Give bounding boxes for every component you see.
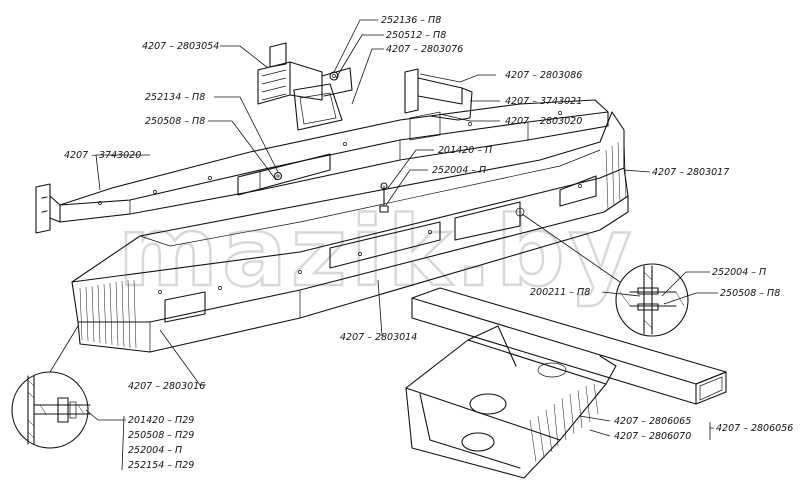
upper-bumper xyxy=(35,68,609,234)
watermark: mazik.by xyxy=(118,196,635,308)
label-250508-p8-top: 250508 – П8 xyxy=(145,116,205,127)
detail-circle-left xyxy=(11,325,91,449)
label-2806065: 4207 – 2806065 xyxy=(614,416,691,427)
label-250508-p29: 250508 – П29 xyxy=(128,430,194,441)
label-250508-p8-right: 250508 – П8 xyxy=(720,288,780,299)
label-3743020: 4207 – 3743020 xyxy=(64,150,141,161)
label-250512-p8: 250512 – П8 xyxy=(386,30,446,41)
label-2803017: 4207 – 2803017 xyxy=(652,167,729,178)
label-252154-p29: 252154 – П29 xyxy=(128,460,194,471)
label-252136-p8: 252136 – П8 xyxy=(381,15,441,26)
label-2803020: 4207 – 2803020 xyxy=(505,116,582,127)
part-labels: 252136 – П8 250512 – П8 4207 – 2803076 4… xyxy=(64,15,793,471)
label-2803014: 4207 – 2803014 xyxy=(340,332,417,343)
label-2803076: 4207 – 2803076 xyxy=(386,44,463,55)
label-252004-p-bottom: 252004 – П xyxy=(128,445,182,456)
lower-bumper xyxy=(71,111,629,353)
label-3743021: 4207 – 3743021 xyxy=(505,96,582,107)
label-201420-p: 201420 – П xyxy=(438,145,492,156)
label-200211-p8: 200211 – П8 xyxy=(530,287,590,298)
label-2803054: 4207 – 2803054 xyxy=(142,41,219,52)
label-2806056: 4207 – 2806056 xyxy=(716,423,793,434)
tow-crossmember xyxy=(405,287,727,479)
leader-lines xyxy=(85,19,718,440)
list-bracket xyxy=(121,415,125,471)
label-201420-p29: 201420 – П29 xyxy=(128,415,194,426)
detail-circle-right xyxy=(521,213,689,337)
label-2803016: 4207 – 2803016 xyxy=(128,381,205,392)
label-252134-p8: 252134 – П8 xyxy=(145,92,205,103)
label-2803086: 4207 – 2803086 xyxy=(505,70,582,81)
label-252004-p-right: 252004 – П xyxy=(712,267,766,278)
label-252004-p-top: 252004 – П xyxy=(432,165,486,176)
label-2806070: 4207 – 2806070 xyxy=(614,431,691,442)
bumper-mount-brackets xyxy=(257,42,353,181)
